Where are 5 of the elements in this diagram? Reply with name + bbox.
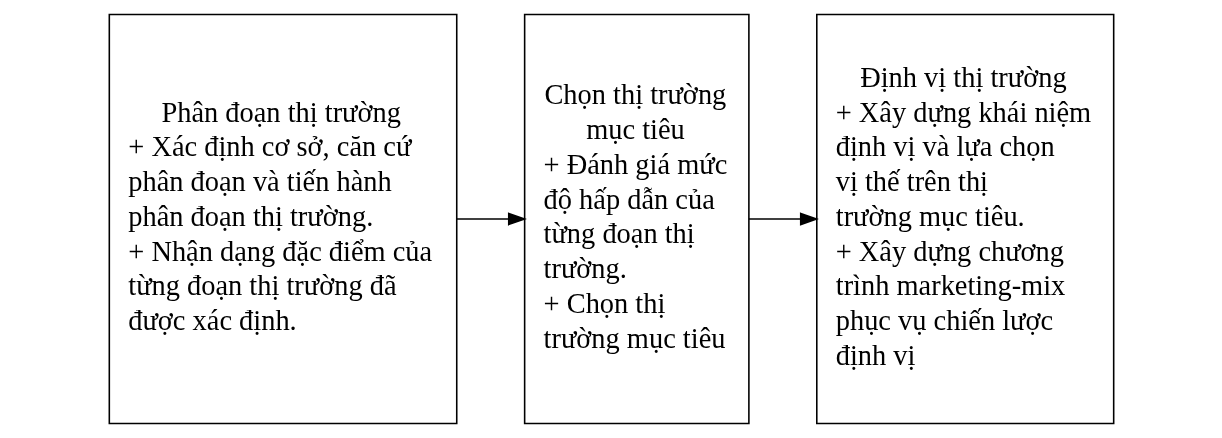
arrow xyxy=(455,212,527,226)
node-box: Chọn thị trường mục tiêu + Đánh giá mức độ hấp dẫn của từng đoạn thị trường. + Chọn thị trường mục tiêu xyxy=(523,13,750,425)
node-box: Phân đoạn thị trường + Xác định cơ sở, căn cứ phân đoạn và tiến hành phân đoạn thị trường. + Nhận dạng đặc điểm của từng đoạn thị trường đã được xác định. xyxy=(108,13,458,425)
arrow xyxy=(747,212,819,226)
node-box: Định vị thị trường + Xây dựng khái niệm định vị và lựa chọn vị thế trên thị trường mục tiêu. + Xây dựng chương trình marketing-mix phục vụ chiến lược định vị xyxy=(815,13,1114,425)
